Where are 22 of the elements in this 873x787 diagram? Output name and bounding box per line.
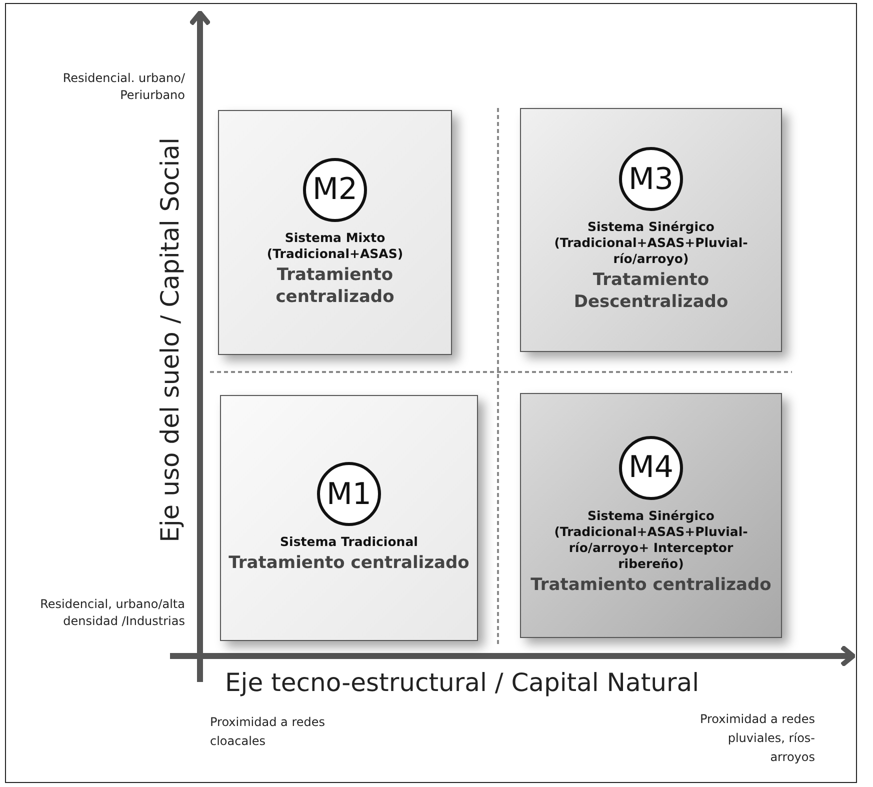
quadrant-card [220,395,478,641]
system-description: Sistema Mixto (Tradicional+ASAS) [266,230,404,262]
axis-end-label: Residencial. urbano/ Periurbano [62,70,185,104]
treatment-type: Tratamiento Descentralizado [572,269,730,313]
treatment-type: Tratamiento centralizado [530,574,772,596]
system-description: Sistema Tradicional [280,534,418,550]
axis-title: Eje uso del suelo / Capital Social [156,138,184,542]
axis-end-label: Proximidad a redes pluviales, ríos-arroyos [698,711,815,766]
model-code-circle: M2 [303,158,367,222]
treatment-type: Tratamiento centralizado [274,264,396,308]
axis-title: Eje tecno-estructural / Capital Natural [225,668,700,697]
quadrant-card [520,108,782,352]
treatment-type: Tratamiento centralizado [228,552,470,574]
model-code-circle: M3 [619,147,683,211]
system-description: Sistema Sinérgico (Tradicional+ASAS+Pluvial-río/arroyo+ Interceptor ribereño) [553,508,749,572]
system-description: Sistema Sinérgico (Tradicional+ASAS+Pluvial-río/arroyo) [553,219,749,267]
quadrant-card [520,393,782,638]
model-code-circle: M1 [317,462,381,526]
quadrant-card [218,110,452,355]
model-code-circle: M4 [619,436,683,500]
axis-end-label: Residencial, urbano/alta densidad /Industrias [39,596,185,630]
axis-end-label: Proximidad a redes cloacales [210,714,326,750]
